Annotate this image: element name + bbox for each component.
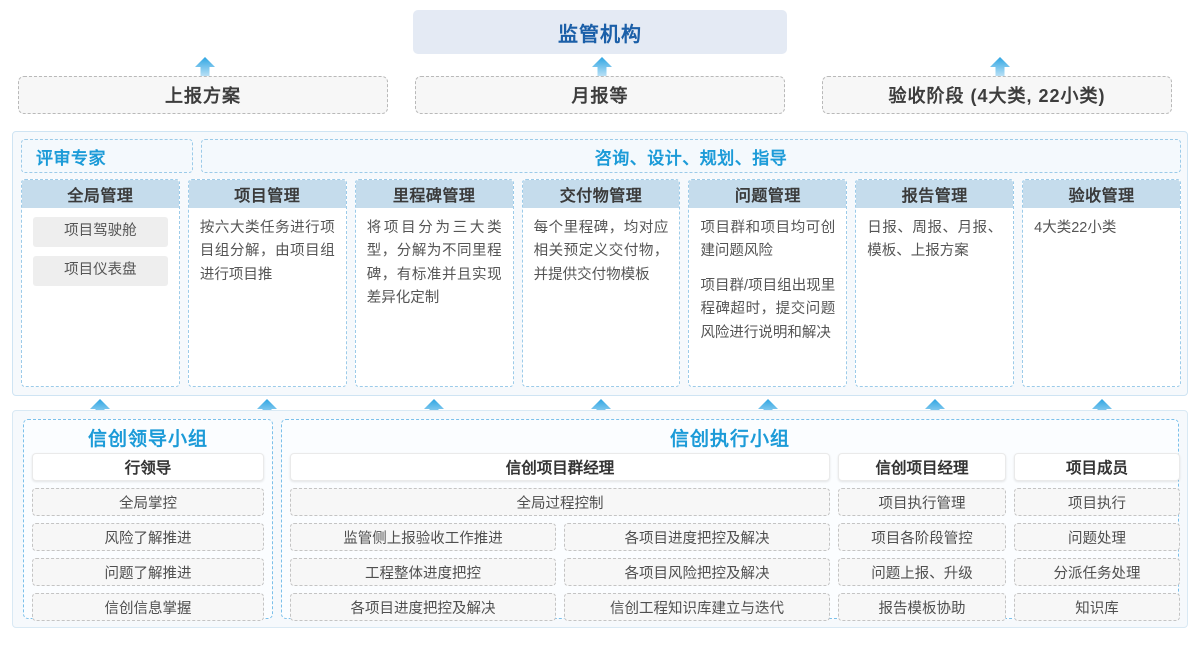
arrow-up-icon-mid-2 xyxy=(256,398,278,420)
card-pill[interactable]: 项目仪表盘 xyxy=(33,256,168,286)
program-manager-split: 监管侧上报验收工作推进 工程整体进度把控 各项目进度把控及解决 各项目进度把控及… xyxy=(290,523,830,621)
card-body: 项目驾驶舱 项目仪表盘 xyxy=(22,208,179,294)
card-paragraph: 按六大类任务进行项目组分解，由项目组进行项目推 xyxy=(199,220,335,283)
list-item[interactable]: 项目各阶段管控 xyxy=(838,523,1006,551)
card-title: 项目管理 xyxy=(188,180,346,208)
card-title: 验收管理 xyxy=(1023,180,1181,208)
execution-columns: 信创项目群经理 全局过程控制 监管侧上报验收工作推进 工程整体进度把控 各项目进… xyxy=(290,453,1180,621)
arrow-up-icon-mid-5 xyxy=(757,398,779,420)
header-review-experts: 评审专家 xyxy=(21,139,193,173)
list-item[interactable]: 信创工程知识库建立与迭代 xyxy=(564,593,830,621)
card-paragraph: 项目群/项目组出现里程碑超时，提交问题风险进行说明和解决 xyxy=(700,277,836,341)
list-item[interactable]: 工程整体进度把控 xyxy=(290,558,556,586)
group-leading: 信创领导小组 行领导 全局掌控 风险了解推进 问题了解推进 信创信息掌握 xyxy=(23,419,273,621)
program-manager-right-items: 各项目进度把控及解决 各项目风险把控及解决 信创工程知识库建立与迭代 xyxy=(564,523,830,621)
list-item[interactable]: 问题处理 xyxy=(1014,523,1180,551)
arrow-up-icon-top-3 xyxy=(989,56,1011,78)
arrow-up-icon-top-1 xyxy=(194,56,216,78)
card-pill[interactable]: 项目驾驶舱 xyxy=(33,217,168,247)
card-title: 报告管理 xyxy=(856,180,1014,208)
capability-card-global-management[interactable]: 全局管理 项目驾驶舱 项目仪表盘 xyxy=(21,179,180,387)
channel-box-monthly-report[interactable]: 月报等 xyxy=(415,76,785,114)
middle-panel: 评审专家 咨询、设计、规划、指导 全局管理 项目驾驶舱 项目仪表盘 项目管理 按… xyxy=(12,131,1188,396)
list-item[interactable]: 全局过程控制 xyxy=(290,488,830,516)
role-program-manager[interactable]: 信创项目群经理 xyxy=(290,453,830,481)
card-paragraph: 日报、周报、月报、模板、上报方案 xyxy=(867,220,1003,260)
card-title: 里程碑管理 xyxy=(355,180,513,208)
list-item[interactable]: 项目执行管理 xyxy=(838,488,1006,516)
role-project-member[interactable]: 项目成员 xyxy=(1014,453,1180,481)
card-paragraph: 每个里程碑，均对应相关预定义交付物，并提供交付物模板 xyxy=(533,220,669,283)
card-paragraph: 项目群和项目均可创建问题风险 xyxy=(700,220,836,260)
capability-card-issue-management[interactable]: 问题管理 项目群和项目均可创建问题风险 项目群/项目组出现里程碑超时，提交问题风… xyxy=(688,179,848,387)
list-item[interactable]: 各项目进度把控及解决 xyxy=(564,523,830,551)
column-project-manager: 信创项目经理 项目执行管理 项目各阶段管控 问题上报、升级 报告模板协助 xyxy=(838,453,1006,621)
list-item[interactable]: 全局掌控 xyxy=(32,488,264,516)
arrow-up-icon-mid-3 xyxy=(423,398,445,420)
list-item[interactable]: 项目执行 xyxy=(1014,488,1180,516)
group-title-leading: 信创领导小组 xyxy=(87,429,208,450)
program-manager-left-items: 监管侧上报验收工作推进 工程整体进度把控 各项目进度把控及解决 xyxy=(290,523,556,621)
header-consulting-design: 咨询、设计、规划、指导 xyxy=(201,139,1181,173)
list-item[interactable]: 监管侧上报验收工作推进 xyxy=(290,523,556,551)
arrow-up-icon-mid-6 xyxy=(924,398,946,420)
column-program-manager: 信创项目群经理 全局过程控制 监管侧上报验收工作推进 工程整体进度把控 各项目进… xyxy=(290,453,830,621)
list-item[interactable]: 问题了解推进 xyxy=(32,558,264,586)
card-title: 交付物管理 xyxy=(522,180,680,208)
card-body: 每个里程碑，均对应相关预定义交付物，并提供交付物模板 xyxy=(523,208,680,295)
card-paragraph: 将项目分为三大类型，分解为不同里程碑，有标准并且实现差异化定制 xyxy=(366,220,502,307)
arrow-up-icon-mid-4 xyxy=(590,398,612,420)
card-title: 全局管理 xyxy=(22,180,179,208)
regulator-box: 监管机构 xyxy=(413,10,787,54)
capability-card-project-management[interactable]: 项目管理 按六大类任务进行项目组分解，由项目组进行项目推 xyxy=(187,179,347,387)
middle-panel-headers: 评审专家 咨询、设计、规划、指导 xyxy=(21,139,1181,173)
card-body: 按六大类任务进行项目组分解，由项目组进行项目推 xyxy=(189,208,346,295)
card-body: 将项目分为三大类型，分解为不同里程碑，有标准并且实现差异化定制 xyxy=(356,208,513,319)
arrow-up-icon-mid-1 xyxy=(89,398,111,420)
channel-box-report-plan[interactable]: 上报方案 xyxy=(18,76,388,114)
list-item[interactable]: 报告模板协助 xyxy=(838,593,1006,621)
role-project-manager[interactable]: 信创项目经理 xyxy=(838,453,1006,481)
arrow-up-icon-top-2 xyxy=(591,56,613,78)
column-project-member: 项目成员 项目执行 问题处理 分派任务处理 知识库 xyxy=(1014,453,1180,621)
list-item[interactable]: 风险了解推进 xyxy=(32,523,264,551)
card-body: 4大类22小类 xyxy=(1023,208,1180,248)
group-execution: 信创执行小组 信创项目群经理 全局过程控制 监管侧上报验收工作推进 工程整体进度… xyxy=(281,419,1180,621)
list-item[interactable]: 各项目风险把控及解决 xyxy=(564,558,830,586)
card-paragraph: 4大类22小类 xyxy=(1034,220,1117,236)
capability-card-deliverable-management[interactable]: 交付物管理 每个里程碑，均对应相关预定义交付物，并提供交付物模板 xyxy=(521,179,681,387)
role-bank-leader[interactable]: 行领导 xyxy=(32,453,264,481)
arrow-up-icon-mid-7 xyxy=(1091,398,1113,420)
list-item[interactable]: 分派任务处理 xyxy=(1014,558,1180,586)
card-body: 日报、周报、月报、模板、上报方案 xyxy=(856,208,1013,272)
card-title: 问题管理 xyxy=(689,180,847,208)
group-title-execution: 信创执行小组 xyxy=(669,429,790,450)
list-item[interactable]: 问题上报、升级 xyxy=(838,558,1006,586)
capability-card-milestone-management[interactable]: 里程碑管理 将项目分为三大类型，分解为不同里程碑，有标准并且实现差异化定制 xyxy=(354,179,514,387)
list-item[interactable]: 各项目进度把控及解决 xyxy=(290,593,556,621)
list-item[interactable]: 知识库 xyxy=(1014,593,1180,621)
list-item[interactable]: 信创信息掌握 xyxy=(32,593,264,621)
channel-box-acceptance-stage[interactable]: 验收阶段 (4大类, 22小类) xyxy=(822,76,1172,114)
card-body: 项目群和项目均可创建问题风险 项目群/项目组出现里程碑超时，提交问题风险进行说明… xyxy=(689,208,846,353)
capability-cards: 全局管理 项目驾驶舱 项目仪表盘 项目管理 按六大类任务进行项目组分解，由项目组… xyxy=(21,179,1182,387)
bottom-panel: 信创领导小组 行领导 全局掌控 风险了解推进 问题了解推进 信创信息掌握 信创执… xyxy=(12,410,1188,628)
capability-card-report-management[interactable]: 报告管理 日报、周报、月报、模板、上报方案 xyxy=(855,179,1015,387)
capability-card-acceptance-management[interactable]: 验收管理 4大类22小类 xyxy=(1022,179,1182,387)
